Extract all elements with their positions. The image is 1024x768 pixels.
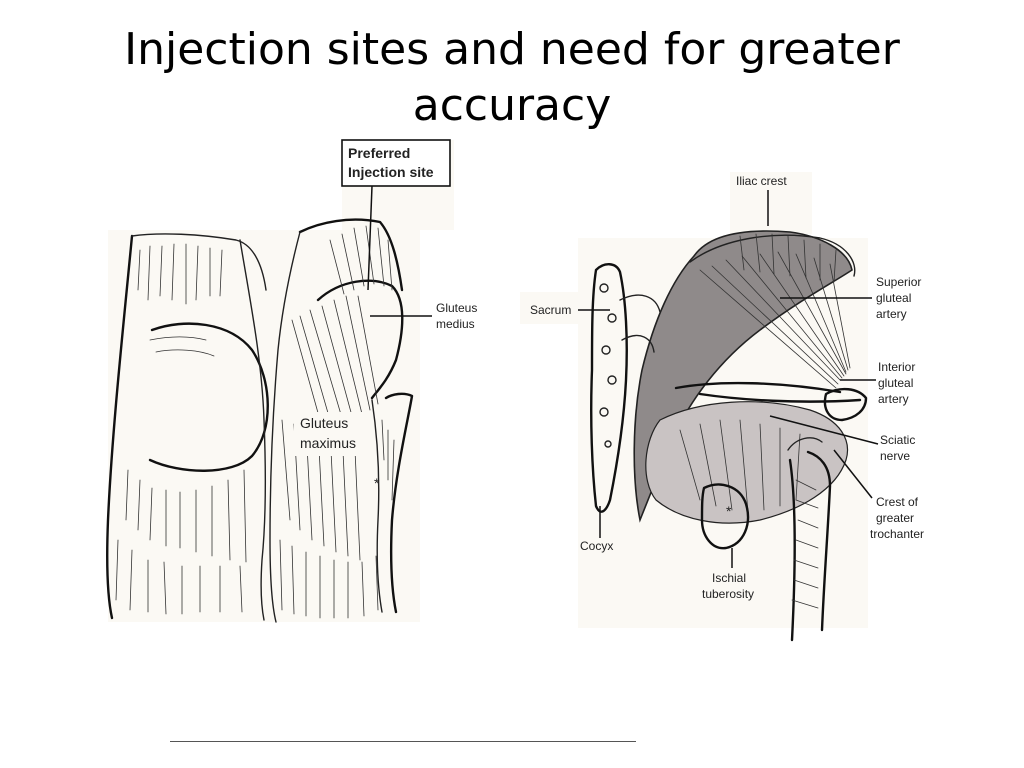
label-gluteus-medius-2: medius <box>436 317 475 331</box>
callout-line-2: Injection site <box>348 164 434 180</box>
label-superior-gluteal-2: gluteal <box>876 291 911 305</box>
preferred-site-callout-box <box>341 139 451 187</box>
label-gluteus-maximus-1: Gluteus <box>300 415 348 431</box>
callout-line-1: Preferred <box>348 145 410 161</box>
label-inferior-gluteal-1: Interior <box>878 360 915 374</box>
right-injection-marker: * <box>726 503 732 519</box>
crest-trochanter-leader <box>833 449 873 499</box>
label-ischial-2: tuberosity <box>702 587 754 601</box>
label-gluteus-maximus-2: maximus <box>300 435 356 451</box>
slide-title-line-1: Injection sites and need for greater <box>124 24 900 75</box>
footer-rule <box>170 741 636 742</box>
label-inferior-gluteal-2: gluteal <box>878 376 913 390</box>
label-iliac-crest: Iliac crest <box>736 174 787 188</box>
slide-title-line-2: accuracy <box>412 80 612 131</box>
label-sciatic-1: Sciatic <box>880 433 915 447</box>
label-crest-trochanter-2: greater <box>876 511 914 525</box>
label-crest-trochanter-1: Crest of <box>876 495 919 509</box>
label-crest-trochanter-3: trochanter <box>870 527 924 541</box>
right-anatomy-illustration: Iliac crest * Sacrum Superior <box>520 172 924 642</box>
label-ischial-1: Ischial <box>712 571 746 585</box>
label-cocyx: Cocyx <box>580 539 613 553</box>
label-sacrum: Sacrum <box>530 303 571 317</box>
label-superior-gluteal-3: artery <box>876 307 907 321</box>
sciatic-leader <box>769 415 879 445</box>
left-injection-marker: * <box>374 475 380 491</box>
label-sciatic-2: nerve <box>880 449 910 463</box>
slide-title: Injection sites and need for greater acc… <box>40 22 984 134</box>
left-buttock-illustration: * Preferred Injection site Gluteus mediu… <box>106 139 477 623</box>
label-inferior-gluteal-3: artery <box>878 392 909 406</box>
label-superior-gluteal-1: Superior <box>876 275 921 289</box>
callout-leader-line <box>367 185 373 291</box>
label-gluteus-medius-1: Gluteus <box>436 301 477 315</box>
